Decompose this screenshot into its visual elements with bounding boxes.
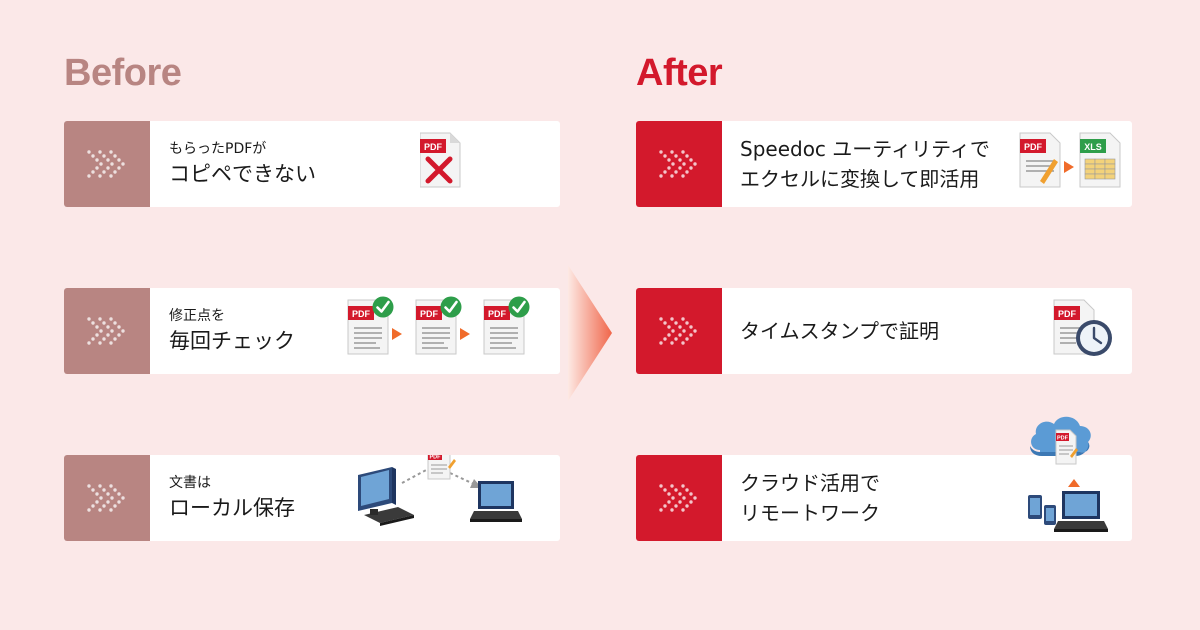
before-card-text: 文書は ローカル保存 — [169, 455, 295, 541]
pdf-to-xls-icon: PDF XLS — [1014, 121, 1132, 207]
cloud-icon: PDF — [1030, 416, 1091, 465]
desktop-to-laptop-transfer-icon: PDF — [350, 455, 560, 541]
after-card-line2: リモートワーク — [740, 501, 880, 525]
before-card-check: 修正点を 毎回チェック PDF PDF PD — [64, 288, 560, 374]
pdf-check-icon: PDF PDF PDF — [342, 288, 560, 374]
pdf-edit-blocked-icon: PDF — [419, 121, 560, 207]
before-card-subtitle: もらったPDFが — [169, 141, 267, 157]
pdf-clock-icon: PDF — [1042, 288, 1132, 374]
triple-chevron-right-icon — [85, 147, 129, 181]
after-tab — [636, 121, 722, 207]
after-card-cloud: クラウド活用で リモートワーク — [636, 455, 1132, 541]
before-card-copy: もらったPDFが コピペできない PDF — [64, 121, 560, 207]
after-card-text: Speedoc ユーティリティで エクセルに変換して即活用 — [740, 121, 990, 207]
after-card-line1: Speedoc ユーティリティで — [740, 137, 990, 161]
before-tab — [64, 121, 150, 207]
triple-chevron-right-icon — [657, 147, 701, 181]
after-card-line1: タイムスタンプで証明 — [740, 319, 939, 343]
cloud-devices-icon — [1022, 455, 1132, 541]
after-card-line2: エクセルに変換して即活用 — [740, 167, 980, 191]
before-card-local: 文書は ローカル保存 PDF — [64, 455, 560, 541]
pdf-label: PDF — [1057, 436, 1069, 442]
before-heading: Before — [64, 52, 182, 94]
before-card-subtitle: 文書は — [169, 475, 211, 491]
before-tab — [64, 455, 150, 541]
triple-chevron-right-icon — [85, 481, 129, 515]
pdf-label: PDF — [420, 309, 439, 319]
after-tab — [636, 288, 722, 374]
before-tab — [64, 288, 150, 374]
pdf-label: PDF — [430, 455, 442, 461]
after-card-line1: クラウド活用で — [740, 471, 880, 495]
pdf-label: PDF — [1058, 309, 1077, 319]
before-card-title: コピペできない — [169, 162, 316, 186]
triple-chevron-right-icon — [657, 481, 701, 515]
after-tab — [636, 455, 722, 541]
before-card-subtitle: 修正点を — [169, 308, 225, 324]
triple-chevron-right-icon — [657, 314, 701, 348]
pdf-label: PDF — [488, 309, 507, 319]
after-card-text: クラウド活用で リモートワーク — [740, 455, 880, 541]
xls-label: XLS — [1084, 142, 1102, 152]
before-card-title: 毎回チェック — [169, 329, 295, 353]
after-card-convert: Speedoc ユーティリティで エクセルに変換して即活用 PDF XLS — [636, 121, 1132, 207]
before-card-text: 修正点を 毎回チェック — [169, 288, 295, 374]
pdf-label: PDF — [1024, 142, 1043, 152]
pdf-label: PDF — [352, 309, 371, 319]
pdf-label: PDF — [424, 142, 443, 152]
before-card-text: もらったPDFが コピペできない — [169, 121, 316, 207]
triple-chevron-right-icon — [85, 314, 129, 348]
before-card-title: ローカル保存 — [169, 496, 295, 520]
transition-arrow-icon — [568, 265, 612, 401]
after-card-timestamp: タイムスタンプで証明 PDF — [636, 288, 1132, 374]
after-heading: After — [636, 52, 723, 94]
after-card-text: タイムスタンプで証明 — [740, 288, 939, 374]
